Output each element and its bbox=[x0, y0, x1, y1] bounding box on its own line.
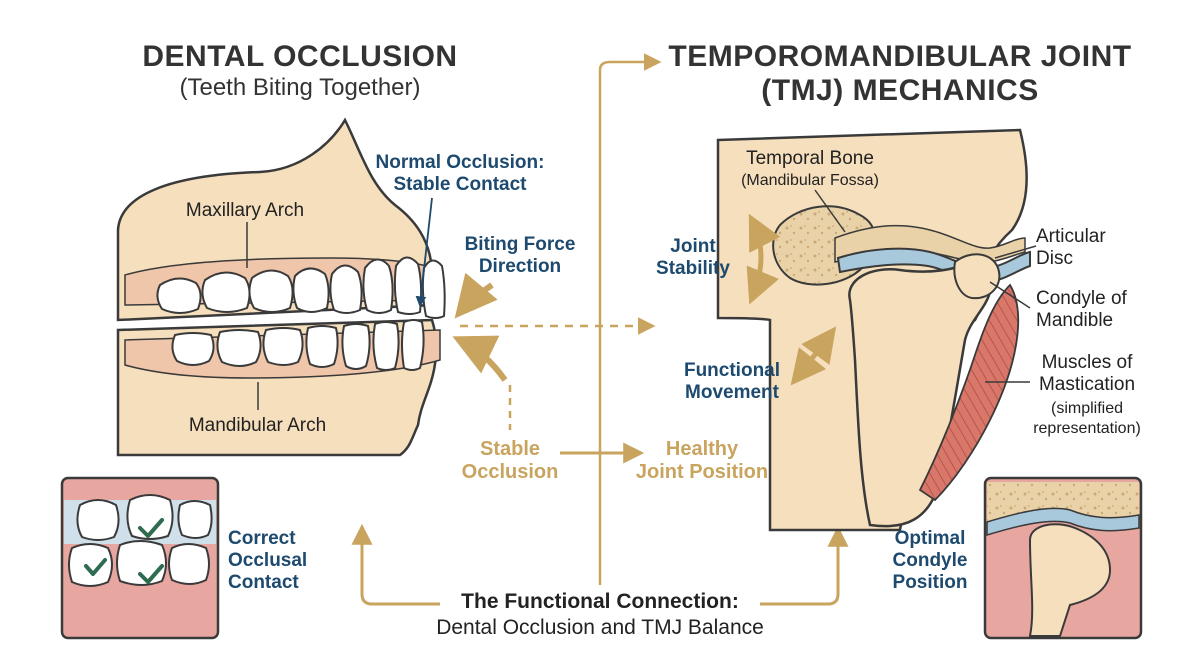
optimal-condyle-label-line3: Position bbox=[892, 572, 968, 593]
tmj-illustration bbox=[716, 128, 1037, 532]
articular-disc-leader bbox=[994, 245, 1037, 259]
connection-subtitle: Dental Occlusion and TMJ Balance bbox=[436, 616, 764, 639]
left-title: DENTAL OCCLUSION bbox=[142, 40, 458, 73]
central-flow-line bbox=[598, 53, 662, 585]
jaw-illustration bbox=[116, 117, 446, 457]
optimal-condyle-label-line2: Condyle bbox=[892, 550, 968, 571]
condyle-label-line2: Mandible bbox=[1036, 310, 1114, 331]
stable-occlusion-label-line1: Stable bbox=[479, 438, 541, 460]
right-title-line1: TEMPOROMANDIBULAR JOINT bbox=[668, 40, 1132, 73]
functional-movement-label-line2: Movement bbox=[685, 382, 779, 403]
biting-force-arrow-lower bbox=[452, 335, 508, 382]
condyle-head bbox=[953, 253, 1001, 300]
muscles-label-line4: representation) bbox=[1033, 420, 1141, 437]
articular-disc-label-line1: Articular bbox=[1036, 226, 1106, 247]
correct-contact-label-line2: Occlusal bbox=[228, 550, 308, 571]
condyle-leader bbox=[989, 281, 1031, 309]
biting-force-label-line1: Biting Force bbox=[464, 234, 576, 255]
normal-occlusion-leader bbox=[415, 197, 433, 308]
connection-line-left bbox=[351, 523, 440, 606]
check-icon bbox=[84, 558, 107, 576]
joint-stability-arrow bbox=[746, 213, 781, 305]
biting-force-label-line2: Direction bbox=[478, 256, 562, 277]
joint-stability-label-line1: Joint bbox=[670, 236, 716, 257]
muscles-label-line3: (simplified bbox=[1050, 400, 1123, 417]
temporal-bone-label-line2: (Mandibular Fossa) bbox=[741, 172, 879, 189]
biting-force-arrow-upper bbox=[454, 272, 498, 319]
articular-disc-label-line2: Disc bbox=[1036, 248, 1073, 269]
temporal-bone-label-line1: Temporal Bone bbox=[746, 148, 874, 169]
left-subtitle: (Teeth Biting Together) bbox=[179, 74, 421, 101]
healthy-joint-label-line1: Healthy bbox=[665, 438, 739, 460]
optimal-condyle-inset bbox=[983, 476, 1143, 640]
muscles-label-line1: Muscles of bbox=[1041, 352, 1133, 373]
mandible-condyle bbox=[848, 260, 993, 528]
mandibular-arch-label: Mandibular Arch bbox=[188, 415, 327, 436]
normal-occlusion-label-line2: Stable Contact bbox=[393, 174, 527, 195]
maxillary-arch-label: Maxillary Arch bbox=[185, 200, 305, 221]
connection-title: The Functional Connection: bbox=[461, 590, 739, 613]
normal-occlusion-label-line1: Normal Occlusion: bbox=[375, 152, 545, 173]
masticatory-muscle bbox=[918, 283, 1020, 502]
connection-line-right bbox=[760, 525, 849, 606]
muscles-label-line2: Mastication bbox=[1038, 374, 1136, 395]
stable-occlusion-label-line2: Occlusion bbox=[461, 461, 559, 483]
joint-stability-label-line2: Stability bbox=[656, 258, 730, 279]
functional-movement-arrow bbox=[790, 326, 837, 386]
healthy-joint-label-line2: Joint Position bbox=[635, 461, 769, 483]
occlusal-contact-inset bbox=[60, 476, 220, 640]
check-icon bbox=[138, 518, 164, 538]
condyle-label-line1: Condyle of bbox=[1036, 288, 1127, 309]
functional-movement-label-line1: Functional bbox=[683, 360, 781, 381]
right-title-line2: (TMJ) MECHANICS bbox=[761, 74, 1039, 107]
correct-contact-label-line3: Contact bbox=[228, 572, 299, 593]
correct-contact-label-line1: Correct bbox=[228, 528, 296, 549]
optimal-condyle-label-line1: Optimal bbox=[894, 528, 966, 549]
check-icon bbox=[138, 564, 164, 584]
temporal-bone-leader bbox=[814, 189, 846, 233]
